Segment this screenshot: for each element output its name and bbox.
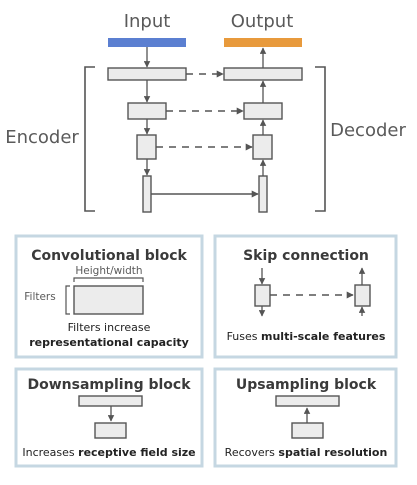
input-label: Input (124, 11, 171, 32)
hw-bracket (73, 277, 144, 282)
panel-downsampling-block: Downsampling block Increases receptive f… (14, 367, 204, 468)
hw-label: Height/width (75, 265, 142, 277)
skip-source-block (254, 284, 271, 307)
decoder-label: Decoder (330, 120, 406, 141)
conv-caption-bold: representational capacity (29, 336, 189, 349)
down-bottom-block (94, 422, 127, 439)
filters-label: Filters (24, 291, 55, 303)
conv-block-shape (73, 285, 144, 315)
panel-upsampling-block: Upsampling block Recovers spatial resolu… (213, 367, 398, 468)
decoder-block-4 (258, 175, 268, 213)
decoder-blocks (223, 67, 303, 213)
decoder-block-1 (223, 67, 303, 81)
flow-arrows (143, 47, 267, 176)
skip-target-block (354, 284, 371, 307)
encoder-block-4 (142, 175, 152, 213)
conv-caption-line1: Filters increase (68, 321, 151, 334)
filters-bracket (65, 285, 70, 315)
output-bar (224, 38, 302, 47)
up-caption: Recovers spatial resolution (225, 446, 388, 459)
skip-connections (151, 70, 259, 198)
panel-convolutional-block: Convolutional block Height/width Filters… (14, 234, 204, 359)
encoder-block-2 (127, 102, 167, 120)
skip-caption: Fuses multi-scale features (227, 330, 386, 343)
encoder-block-3 (136, 134, 157, 160)
conv-title: Convolutional block (31, 248, 187, 264)
up-title: Upsampling block (236, 377, 377, 393)
encoder-bracket (84, 66, 95, 212)
encoder-label: Encoder (5, 127, 79, 148)
encoder-block-1 (107, 67, 187, 81)
output-label: Output (231, 11, 294, 32)
input-bar (108, 38, 186, 47)
down-title: Downsampling block (27, 377, 191, 393)
skip-title: Skip connection (243, 248, 369, 264)
down-caption: Increases receptive field size (22, 446, 195, 459)
panel-skip-connection: Skip connection Fuses multi-scale featur… (213, 234, 398, 359)
decoder-bracket (315, 66, 326, 212)
decoder-block-3 (252, 134, 273, 160)
up-bottom-block (291, 422, 324, 439)
up-top-block (275, 395, 340, 407)
decoder-block-2 (243, 102, 283, 120)
down-top-block (78, 395, 143, 407)
